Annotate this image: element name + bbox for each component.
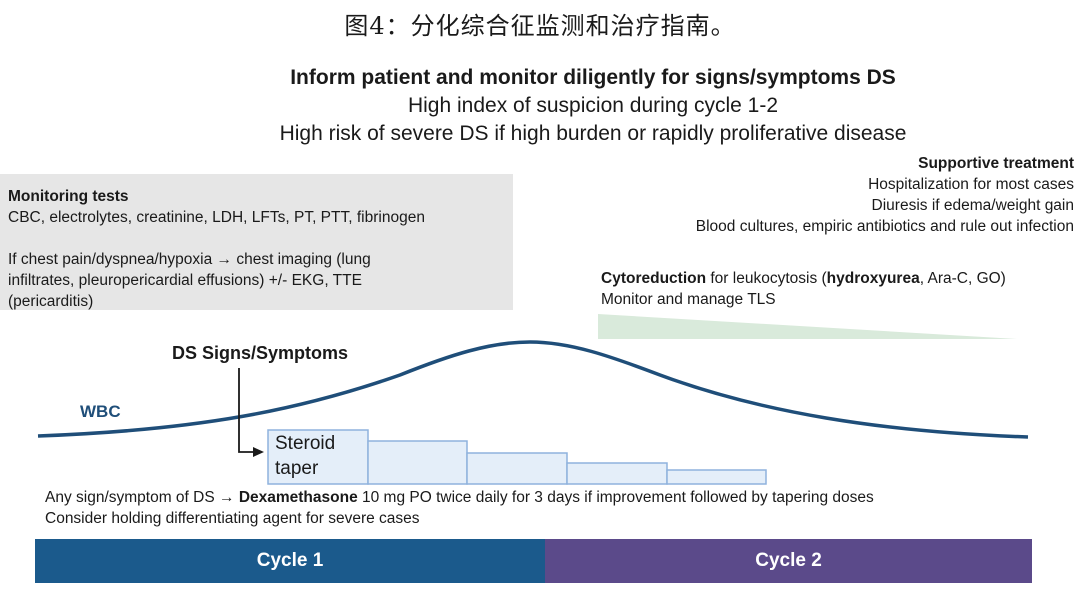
steroid-step-5 [666,469,767,485]
cycle-1-bar: Cycle 1 [35,539,545,583]
supportive-title: Supportive treatment [918,155,1074,172]
supportive-item-1: Hospitalization for most cases [868,176,1074,193]
instruction-line-1: Any sign/symptom of DS → Dexamethasone 1… [45,487,874,508]
cytoreduction-panel: Cytoreduction for leukocytosis (hydroxyu… [601,268,1006,310]
cycle-1-label: Cycle 1 [256,550,324,571]
header: Inform patient and monitor diligently fo… [0,64,1080,148]
instruction-line-2: Consider holding differentiating agent f… [45,510,420,527]
ds-arrow-line [238,368,255,453]
wbc-label: WBC [80,402,121,421]
cytoreduction-text-2: , Ara-C, GO) [919,270,1006,287]
instruction-suffix: 10 mg PO twice daily for 3 days if impro… [357,489,874,506]
steroid-taper-label: Steroid taper [275,431,335,481]
steroid-step-2 [367,440,468,485]
monitoring-chest-line-1: If chest pain/dyspnea/hypoxia → chest im… [8,251,371,268]
cycle-2-bar: Cycle 2 [545,539,1032,583]
steroid-step-3 [466,452,568,485]
monitoring-tests: CBC, electrolytes, creatinine, LDH, LFTs… [8,209,425,226]
ds-signs-label: DS Signs/Symptoms [172,343,349,363]
instruction-prefix: Any sign/symptom of DS → [45,489,239,506]
hydroxyurea-bold: hydroxyurea [826,270,920,287]
header-line-3: High risk of severe DS if high burden or… [279,122,907,145]
supportive-item-2: Diuresis if edema/weight gain [871,197,1074,214]
cytoreduction-line-2: Monitor and manage TLS [601,291,776,308]
cytoreduction-text-1: for leukocytosis ( [706,270,827,287]
header-line-2: High index of suspicion during cycle 1-2 [407,94,779,117]
steroid-label-line-1: Steroid [275,433,336,454]
monitoring-chest-line-3: (pericarditis) [8,293,94,310]
cycle-2-label: Cycle 2 [755,550,822,571]
monitoring-box [0,174,513,310]
steroid-step-4 [566,462,668,485]
steroid-step-1 [267,429,369,485]
monitoring-title: Monitoring tests [8,188,129,205]
cytoreduction-wedge [598,314,1017,339]
dexamethasone-instructions: Any sign/symptom of DS → Dexamethasone 1… [45,487,874,529]
header-line-1: Inform patient and monitor diligently fo… [290,66,896,89]
wbc-curve [37,340,1029,439]
dexamethasone-bold: Dexamethasone [238,489,358,506]
supportive-item-3: Blood cultures, empiric antibiotics and … [695,218,1074,235]
cytoreduction-line-1: Cytoreduction for leukocytosis (hydroxyu… [601,268,1006,289]
supportive-panel: Supportive treatment Hospitalization for… [696,153,1074,237]
ds-arrow-head [253,447,264,457]
figure-caption: 图4：分化综合征监测和治疗指南。 [344,12,736,40]
cytoreduction-bold: Cytoreduction [601,270,707,287]
steroid-label-line-2: taper [275,458,319,479]
monitoring-chest-line-2: infiltrates, pleuropericardial effusions… [8,272,362,289]
monitoring-panel: Monitoring tests CBC, electrolytes, crea… [8,186,508,312]
